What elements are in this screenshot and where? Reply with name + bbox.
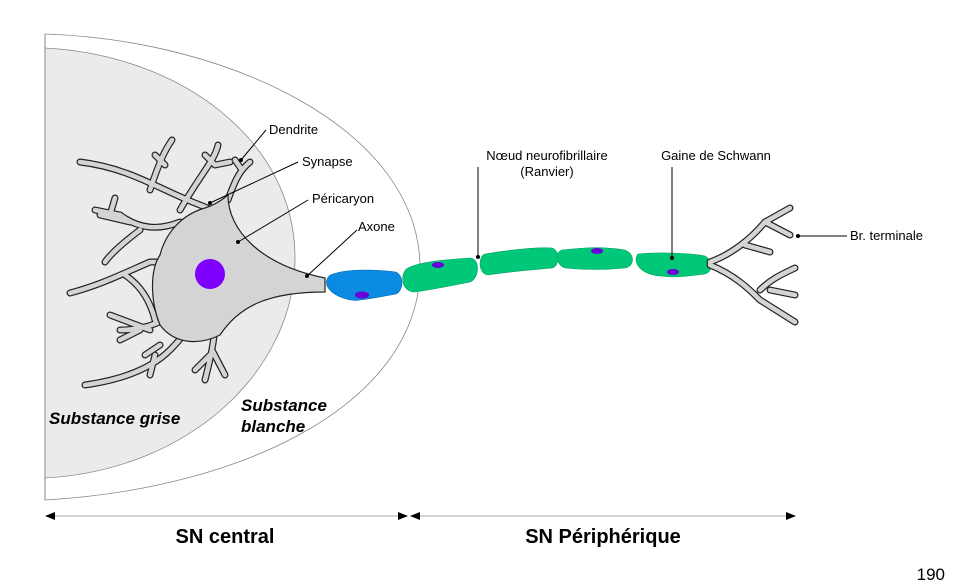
label-sn-central: SN central (176, 526, 275, 548)
oligodendrocyte-nucleus (355, 291, 369, 299)
label-dendrite: Dendrite (269, 122, 318, 137)
oligodendrocyte-sheath (326, 269, 403, 301)
label-sn-peripherique: SN Périphérique (525, 526, 681, 548)
page-number: 190 (917, 565, 945, 584)
terminal-branches (706, 204, 799, 326)
label-substance-blanche-line2: blanche (241, 417, 305, 436)
label-noeud-ranvier-line2: (Ranvier) (520, 164, 573, 179)
nucleus (195, 259, 225, 289)
label-axone: Axone (358, 219, 395, 234)
leader-lines (208, 129, 847, 278)
pericaryon-body (151, 194, 326, 343)
label-substance-blanche-line1: Substance (241, 396, 327, 415)
label-substance-grise: Substance grise (49, 409, 180, 428)
label-noeud-ranvier-line1: Nœud neurofibrillaire (486, 148, 607, 163)
label-pericaryon: Péricaryon (312, 191, 374, 206)
schwann-cells (402, 247, 712, 293)
label-synapse: Synapse (302, 154, 353, 169)
label-br-terminale: Br. terminale (850, 228, 923, 243)
label-gaine-schwann: Gaine de Schwann (661, 148, 771, 163)
dendrites (66, 136, 254, 389)
division-arrows (45, 512, 796, 520)
